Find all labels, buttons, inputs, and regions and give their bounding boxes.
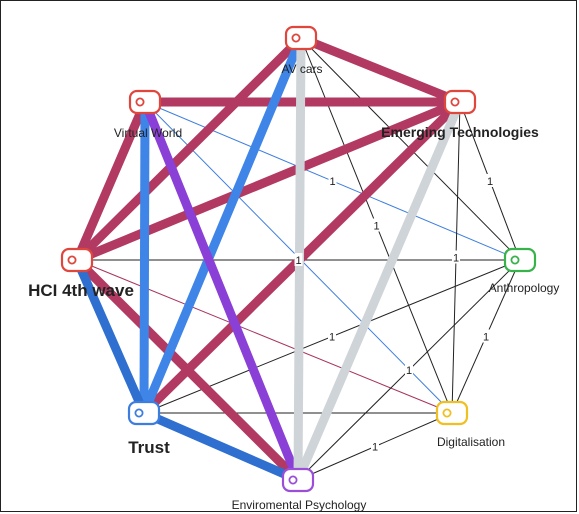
node-knob bbox=[442, 408, 452, 418]
edge-weight-label: 1 bbox=[483, 332, 489, 344]
toggle-icon bbox=[443, 89, 477, 115]
node-envpsy[interactable]: Enviromental Psychology bbox=[232, 467, 367, 512]
edge-virtual-trust bbox=[139, 101, 150, 414]
edge-hci-digital bbox=[76, 259, 453, 414]
edge-label-bg bbox=[405, 363, 413, 376]
edge-weight-label: 1 bbox=[453, 253, 459, 265]
node-box bbox=[503, 247, 537, 273]
edge-label-bg bbox=[328, 329, 336, 343]
edge-weight-label: 1 bbox=[373, 221, 379, 233]
node-box bbox=[284, 25, 318, 51]
node-digital[interactable]: Digitalisation bbox=[435, 400, 505, 449]
edge-virtual-hci bbox=[72, 100, 150, 262]
edge-label-bg bbox=[482, 329, 490, 343]
edge-label-bg bbox=[486, 174, 494, 187]
node-anthro[interactable]: Anthropology bbox=[489, 247, 560, 295]
node-label: AV cars bbox=[281, 62, 322, 76]
edge-label-bg bbox=[452, 250, 460, 264]
node-knob bbox=[450, 97, 460, 107]
edge-label-bg bbox=[294, 253, 303, 266]
node-knob bbox=[288, 475, 298, 485]
toggle-icon bbox=[281, 467, 315, 493]
toggle-icon bbox=[60, 247, 94, 273]
edge-label-bg bbox=[328, 174, 337, 187]
toggle-icon bbox=[127, 400, 161, 426]
edge-weight-label: 1 bbox=[295, 255, 301, 267]
node-hci[interactable]: HCI 4th wave bbox=[28, 247, 134, 300]
edge-hci-trust bbox=[72, 258, 149, 415]
node-box bbox=[281, 467, 315, 493]
edge-av-emerging bbox=[299, 33, 462, 107]
edge-weight-label: 1 bbox=[406, 365, 412, 377]
edge-virtual-envpsy bbox=[140, 100, 303, 482]
node-trust[interactable]: Trust bbox=[127, 400, 170, 457]
node-label: Virtual World bbox=[114, 126, 182, 140]
edge-av-hci bbox=[73, 34, 305, 264]
node-label: Trust bbox=[128, 438, 170, 457]
node-box bbox=[128, 89, 162, 115]
node-emerging[interactable]: Emerging Technologies bbox=[381, 89, 539, 140]
edge-label-bg bbox=[372, 218, 381, 232]
edge-label-bg bbox=[371, 439, 379, 453]
node-av[interactable]: AV cars bbox=[281, 25, 323, 76]
node-box bbox=[443, 89, 477, 115]
edge-weight-label: 1 bbox=[329, 176, 335, 188]
edge-trust-envpsy bbox=[142, 408, 300, 485]
node-knob bbox=[134, 408, 144, 418]
edge-av-trust bbox=[139, 36, 306, 415]
node-knob bbox=[291, 33, 301, 43]
node-box bbox=[60, 247, 94, 273]
node-label: Emerging Technologies bbox=[381, 124, 539, 140]
edge-hci-envpsy bbox=[73, 256, 302, 484]
edge-labels-layer: 1 1 1 1 1 1 1 1 1 bbox=[294, 174, 494, 454]
node-knob bbox=[510, 255, 520, 265]
node-box bbox=[435, 400, 469, 426]
node-knob bbox=[67, 255, 77, 265]
node-label: Enviromental Psychology bbox=[232, 498, 367, 512]
toggle-icon bbox=[435, 400, 469, 426]
toggle-icon bbox=[284, 25, 318, 51]
edge-weight-label: 1 bbox=[329, 332, 335, 344]
node-knob bbox=[135, 97, 145, 107]
edge-weight-label: 1 bbox=[372, 442, 378, 454]
node-label: Anthropology bbox=[489, 281, 560, 295]
edge-weight-label: 1 bbox=[487, 176, 493, 188]
edge-emerging-envpsy bbox=[293, 100, 465, 482]
node-box bbox=[127, 400, 161, 426]
node-label: HCI 4th wave bbox=[28, 281, 134, 300]
node-label: Digitalisation bbox=[437, 435, 505, 449]
toggle-icon bbox=[503, 247, 537, 273]
toggle-icon bbox=[128, 89, 162, 115]
node-virtual[interactable]: Virtual World bbox=[114, 89, 182, 140]
